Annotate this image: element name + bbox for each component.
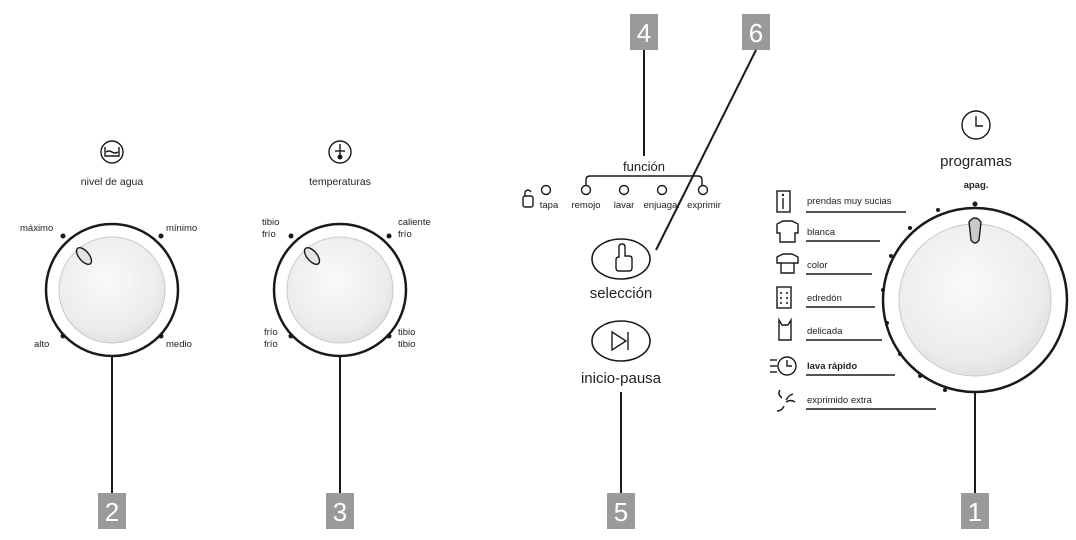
program-row-extra-spin[interactable]: exprimido extra <box>776 389 936 412</box>
program-row-color[interactable]: color <box>776 253 872 275</box>
selection-label: selección <box>590 285 653 302</box>
temperature-bl-line2: frío <box>264 339 278 350</box>
program-row-quick[interactable]: lava rápido <box>770 356 895 376</box>
function-lavar-label: lavar <box>614 200 635 211</box>
temperature-mark-tl <box>288 233 294 239</box>
callout-6-leader <box>655 49 757 251</box>
programs-section: programas apag. prendas muy sucia <box>770 110 1069 529</box>
function-section: 4 función tapa remojo lavar enjuagar exp… <box>522 14 721 211</box>
color-shirt-icon <box>776 253 799 274</box>
function-remojo-label: remojo <box>571 200 600 211</box>
callout-2-number: 2 <box>105 497 119 527</box>
temperature-title: temperaturas <box>309 176 371 188</box>
program-label-delicate: delicada <box>807 326 843 337</box>
selection-button[interactable] <box>591 238 651 280</box>
white-shirt-icon <box>776 220 799 243</box>
temperature-knob[interactable] <box>272 222 408 358</box>
hand-pointer-icon <box>615 243 633 272</box>
function-led-exprimir <box>697 184 709 196</box>
temperature-tr-line1: caliente <box>398 217 431 228</box>
function-led-lavar <box>618 184 630 196</box>
temperature-bl-line1: frío <box>264 327 278 338</box>
water-level-max-label: máximo <box>20 223 53 234</box>
water-level-medium-label: medio <box>166 339 192 350</box>
function-led-tapa <box>540 184 552 196</box>
temperature-br-line1: tibio <box>398 327 415 338</box>
start-pause-label: inicio-pausa <box>581 370 662 387</box>
clock-icon <box>961 110 991 140</box>
function-title: función <box>623 159 665 174</box>
selection-section: 6 selección <box>590 14 770 302</box>
program-row-delicate[interactable]: delicada <box>778 317 882 341</box>
function-exprimir-label: exprimir <box>687 200 721 211</box>
start-pause-section: inicio-pausa 5 <box>581 320 662 529</box>
delicate-icon <box>778 317 792 341</box>
water-level-high-label: alto <box>34 339 49 350</box>
programs-knob-pointer <box>968 217 982 244</box>
function-tapa-label: tapa <box>540 200 559 211</box>
temperature-mark-tr <box>386 233 392 239</box>
callout-1-number: 1 <box>968 497 982 527</box>
callout-5-number: 5 <box>614 497 628 527</box>
temperature-mark-br <box>386 333 392 339</box>
thermometer-icon <box>328 140 352 164</box>
water-level-knob[interactable] <box>44 222 180 358</box>
program-label-quick: lava rápido <box>807 361 857 372</box>
play-pause-icon <box>611 330 629 352</box>
quick-wash-icon <box>770 356 797 376</box>
water-level-min-label: mínimo <box>166 223 197 234</box>
program-row-heavy[interactable]: prendas muy sucias <box>776 190 906 213</box>
water-level-mark-min <box>158 233 164 239</box>
function-enjuagar-label: enjuagar <box>644 200 681 211</box>
temperature-br-line2: tibio <box>398 339 415 350</box>
program-label-heavy: prendas muy sucias <box>807 196 892 207</box>
function-led-enjuagar <box>656 184 668 196</box>
programs-off-label: apag. <box>964 180 989 191</box>
water-level-section: nivel de agua máximo mínimo alto medio 2 <box>20 140 197 529</box>
start-pause-button[interactable] <box>591 320 651 362</box>
programs-tick-marks <box>881 201 978 392</box>
program-row-comforter[interactable]: edredón <box>776 286 875 309</box>
function-bracket <box>585 175 703 186</box>
lid-lock-icon <box>522 189 534 208</box>
temperature-tr-line2: frío <box>398 229 412 240</box>
callout-1: 1 <box>961 493 989 529</box>
program-row-white[interactable]: blanca <box>776 220 880 243</box>
program-label-extra-spin: exprimido extra <box>807 395 873 406</box>
extra-spin-icon <box>776 389 796 412</box>
heavy-soil-icon <box>776 190 791 213</box>
water-level-mark-high <box>60 333 66 339</box>
temperature-tl-line1: tibio <box>262 217 279 228</box>
callout-3: 3 <box>326 493 354 529</box>
water-level-title: nivel de agua <box>81 176 144 188</box>
callout-3-number: 3 <box>333 497 347 527</box>
temperature-section: temperaturas tibio frío caliente frío fr… <box>262 140 431 529</box>
callout-2: 2 <box>98 493 126 529</box>
function-led-remojo <box>580 184 592 196</box>
callout-5: 5 <box>607 493 635 529</box>
programs-knob[interactable] <box>881 206 1069 394</box>
callout-6-number: 6 <box>749 18 763 48</box>
callout-4: 4 <box>630 14 658 50</box>
temperature-tl-line2: frío <box>262 229 276 240</box>
program-label-white: blanca <box>807 227 836 238</box>
temperature-mark-bl <box>288 333 294 339</box>
temperature-knob-pointer <box>303 246 321 266</box>
water-level-mark-medium <box>158 333 164 339</box>
program-label-comforter: edredón <box>807 293 842 304</box>
callout-4-number: 4 <box>637 18 651 48</box>
programs-title: programas <box>940 153 1012 170</box>
water-level-knob-pointer <box>75 246 93 266</box>
comforter-icon <box>776 286 792 309</box>
callout-6: 6 <box>742 14 770 50</box>
program-label-color: color <box>807 260 828 271</box>
water-level-mark-max <box>60 233 66 239</box>
water-level-icon <box>100 140 124 164</box>
